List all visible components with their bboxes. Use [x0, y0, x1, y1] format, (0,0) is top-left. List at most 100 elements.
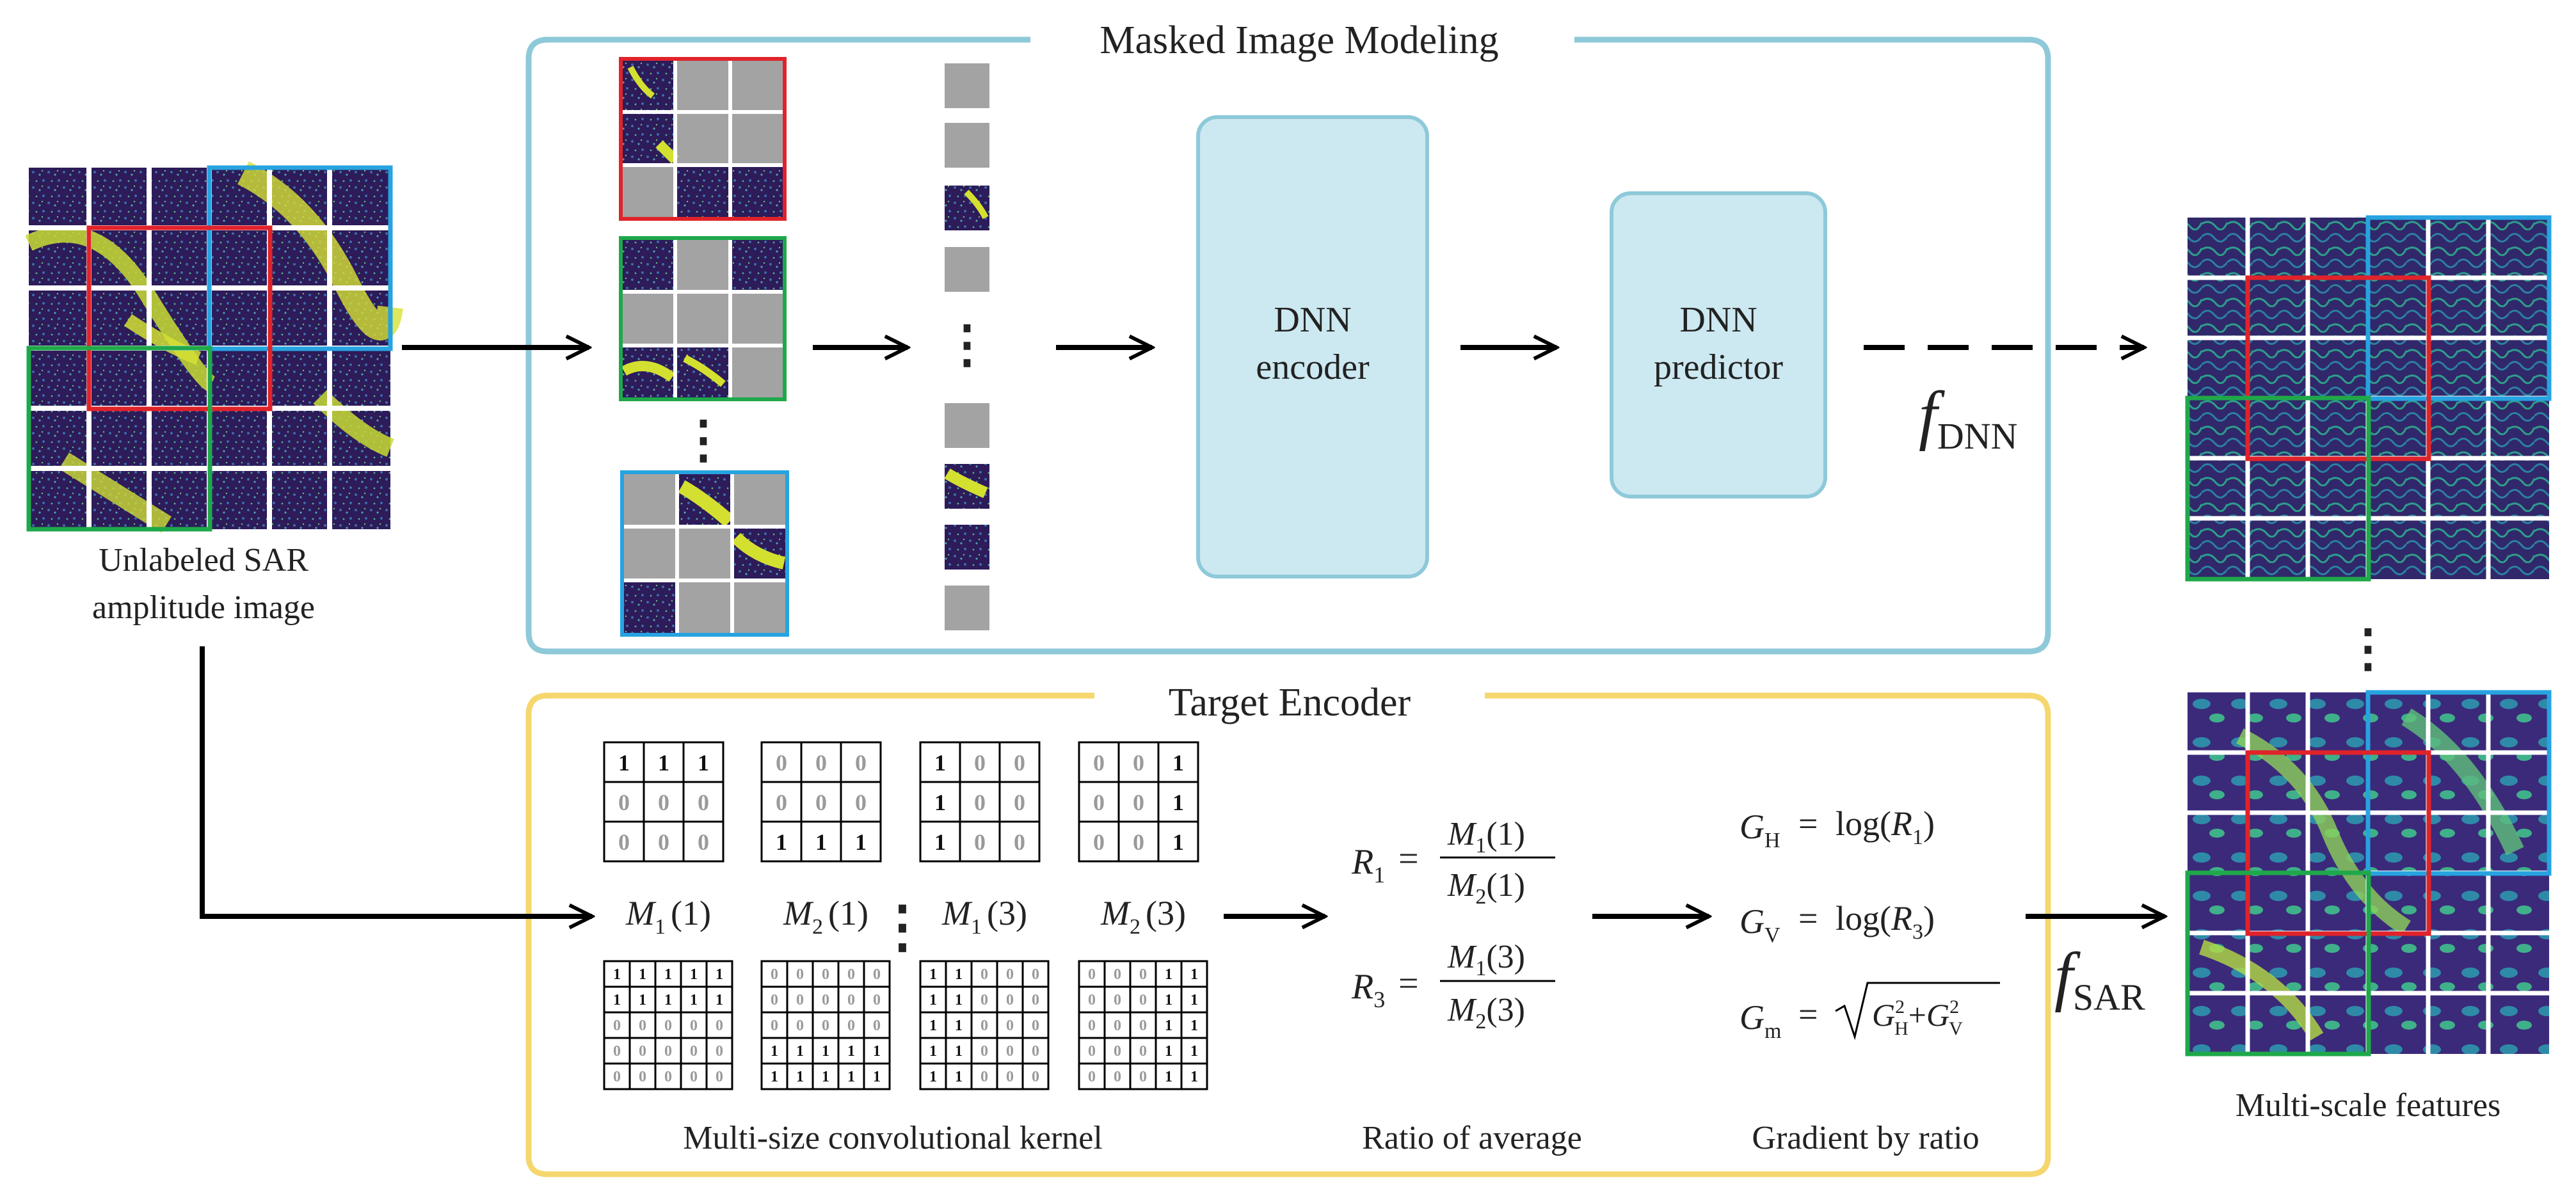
- kernel-small-cell: [998, 781, 1041, 823]
- kernel-large-value: 0: [639, 1017, 646, 1034]
- kernel-large-value: 0: [1032, 966, 1039, 983]
- kernel-large-value: 1: [796, 1043, 804, 1060]
- kernel-large-value: 1: [1165, 1043, 1172, 1060]
- kernel-large-value: 1: [664, 966, 672, 983]
- kernel-large-cell: [705, 1011, 733, 1039]
- kernel-large-value: 0: [1006, 1069, 1014, 1085]
- kernel-large-value: 0: [1139, 1069, 1147, 1085]
- kernel-small-cell: [760, 741, 803, 783]
- kernel-small-cell: [919, 781, 961, 823]
- kernel-small-value: 0: [1014, 790, 1025, 815]
- kernel-large-value: 0: [980, 1017, 988, 1034]
- kernel-large-value: 1: [822, 1043, 829, 1060]
- kernel-small-cell: [840, 820, 882, 863]
- kernel-small-value: 1: [1172, 829, 1184, 855]
- kernel-small-value: 0: [776, 790, 787, 815]
- kernel-large-cell: [1180, 1062, 1208, 1090]
- kernel-small-value: 0: [974, 750, 986, 776]
- kernel-large-cell: [654, 1037, 682, 1065]
- kernel-large-value: 0: [1032, 1043, 1039, 1060]
- kernel-large-value: 0: [771, 992, 778, 1009]
- kernel-large-value: 1: [1190, 966, 1198, 983]
- kernel-large-value: 1: [690, 966, 698, 983]
- kernel-small-value: 1: [855, 829, 867, 855]
- kernel-small-cell: [959, 781, 1001, 823]
- kernel-small-cell: [998, 820, 1041, 863]
- svg-text:=: =: [1398, 964, 1419, 1003]
- kernel-large-cell: [1078, 985, 1106, 1014]
- kernel-small-value: 0: [974, 790, 986, 815]
- kernel-small-cell: [1157, 781, 1199, 823]
- kernel-large-value: 0: [822, 966, 829, 983]
- kernel-small-value: 0: [618, 790, 630, 815]
- gradient-caption: Gradient by ratio: [1752, 1120, 1979, 1156]
- output-feature-map-top: [2185, 215, 2552, 582]
- kernel-large-value: 0: [822, 1017, 829, 1034]
- kernel-large-value: 0: [1006, 1043, 1014, 1060]
- kernel-large-value: 0: [716, 1043, 723, 1060]
- kernel-large-cell: [1021, 960, 1050, 988]
- kernel-large-value: 1: [690, 992, 698, 1009]
- input-caption-line2: amplitude image: [92, 589, 315, 626]
- kernel-large-cell: [919, 1062, 947, 1090]
- kernel-large-value: 1: [613, 966, 621, 983]
- kernel-large-value: 0: [1088, 1043, 1096, 1060]
- svg-text:=: =: [1398, 839, 1419, 879]
- kernel-large-value: 0: [690, 1017, 698, 1034]
- kernel-small-value: 0: [855, 750, 867, 776]
- kernel-large-cell: [919, 1011, 947, 1039]
- kernel-large-value: 0: [1032, 1069, 1039, 1085]
- kernel-small-cell: [1157, 741, 1199, 783]
- kernel-large-value: 0: [980, 1069, 988, 1085]
- kernel-large-value: 1: [716, 992, 723, 1009]
- kernel-small-cell: [682, 820, 724, 863]
- input-caption-line1: Unlabeled SAR: [99, 542, 308, 578]
- kernel-small-value: 1: [698, 750, 709, 776]
- kernel-large-value: 1: [955, 966, 963, 983]
- kernel-large-value: 0: [1088, 1069, 1096, 1085]
- kernel-large-value: 0: [771, 1017, 778, 1034]
- mim-panel: [525, 19, 2051, 655]
- kernel-large-value: 1: [716, 966, 723, 983]
- kernel-small-value: 0: [698, 829, 709, 855]
- kernel-large-value: 0: [847, 1017, 855, 1034]
- kernel-large-value: 0: [613, 1017, 621, 1034]
- kernel-large-cell: [603, 1037, 631, 1065]
- kernel-large-value: 0: [690, 1069, 698, 1085]
- kernel-large-cell: [1129, 1062, 1157, 1090]
- kernel-large-value: 0: [1006, 1017, 1014, 1034]
- kernel-large-cell: [863, 960, 891, 988]
- kernel-large-value: 0: [980, 966, 988, 983]
- svg-text:log(R1): log(R1): [1836, 804, 1935, 849]
- kernel-small-cell: [760, 820, 803, 863]
- mim-title: Masked Image Modeling: [1100, 19, 1498, 62]
- kernel-small-value: 1: [618, 750, 630, 776]
- kernel-label: M2(3): [1100, 894, 1186, 939]
- kernel-large-cell: [812, 1011, 840, 1039]
- kernel-small-value: 1: [776, 829, 787, 855]
- kernel-large-value: 1: [873, 1043, 881, 1060]
- kernel-large-cell: [996, 985, 1024, 1014]
- f-sar-label: fSAR: [2054, 939, 2145, 1018]
- kernel-large-cell: [1021, 1062, 1050, 1090]
- kernel-caption: Multi-size convolutional kernel: [683, 1120, 1103, 1156]
- kernel-large-value: 0: [796, 992, 804, 1009]
- kernel-large-value: 0: [873, 992, 881, 1009]
- kernel-large-value: 1: [929, 992, 937, 1009]
- kernel-small-cell: [840, 781, 882, 823]
- output-ellipsis: ⋮: [2342, 621, 2394, 677]
- predictor-label-line1: DNN: [1679, 300, 1757, 340]
- kernel-large-value: 1: [929, 1017, 937, 1034]
- kernel-large-value: 0: [1088, 1017, 1096, 1034]
- kernel-large-cell: [603, 1011, 631, 1039]
- kernel-large-cell: [786, 1037, 814, 1065]
- svg-text:M1(3): M1(3): [1447, 939, 1525, 980]
- kernel-large-value: 0: [1114, 966, 1121, 983]
- kernel-large-value: 1: [955, 1069, 963, 1085]
- kernel-large-cell: [654, 960, 682, 988]
- kernel-small-value: 1: [815, 829, 827, 855]
- kernel-large-value: 0: [980, 1043, 988, 1060]
- svg-text:M2(1): M2(1): [1447, 867, 1525, 909]
- ratio-caption: Ratio of average: [1362, 1120, 1582, 1156]
